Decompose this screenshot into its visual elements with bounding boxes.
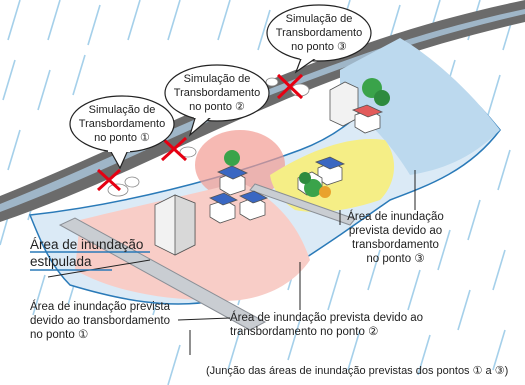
label-line: Área de inundação (30, 237, 144, 252)
label-line: devido ao transbordamento (30, 315, 171, 327)
bubble-point1: Simulação de Transbordamento no ponto ① (72, 103, 172, 145)
label-point2-area: Área de inundação prevista devido ao tra… (230, 311, 423, 339)
break-mark-point2 (160, 136, 197, 162)
label-line: Área de inundação prevista (30, 301, 171, 313)
bubble-line: Simulação de (285, 13, 353, 25)
label-stipulated-area: Área de inundação estipulada (30, 236, 143, 270)
label-junction: (Junção das áreas de inundação previstas… (206, 365, 509, 377)
bubble-line: Transbordamento (275, 27, 363, 39)
bubble-shape-point2 (164, 64, 270, 137)
bubble-point2: Simulação de Transbordamento no ponto ② (167, 72, 267, 114)
label-line: no ponto ① (30, 329, 89, 341)
label-line: prevista devido ao (348, 225, 443, 237)
leader-lines (47, 170, 416, 355)
zone-point3 (340, 38, 500, 175)
label-point1-area: Área de inundação prevista devido ao tra… (30, 300, 170, 342)
label-line: estipulada (30, 254, 92, 269)
buildings (154, 81, 384, 256)
label-line: Área de inundação prevista devido ao (230, 312, 424, 324)
road (58, 217, 267, 331)
bubble-point3: Simulação de Transbordamento no ponto ③ (269, 12, 369, 54)
label-point3-area: Área de inundação prevista devido ao tra… (338, 210, 453, 266)
label-line: no ponto ③ (366, 253, 425, 265)
break-mark-point3 (265, 73, 310, 100)
label-line: Área de inundação (347, 211, 444, 223)
label-line: transbordamento (352, 239, 439, 251)
bubble-shape-point1 (69, 95, 175, 170)
trees (224, 78, 390, 198)
break-mark-point1 (96, 168, 140, 197)
label-line: transbordamento no ponto ② (230, 326, 379, 338)
bubble-line: Simulação de (183, 73, 251, 85)
road (249, 183, 356, 226)
bubble-line: Transbordamento (173, 87, 261, 99)
bubble-line: Transbordamento (78, 118, 166, 130)
zone-point2-glow (195, 130, 285, 200)
bubble-line: no ponto ① (94, 132, 150, 144)
bubble-line: no ponto ② (189, 101, 245, 113)
bubble-line: no ponto ③ (291, 41, 347, 53)
bubble-shape-point3 (266, 4, 372, 74)
bubble-line: Simulação de (88, 104, 156, 116)
